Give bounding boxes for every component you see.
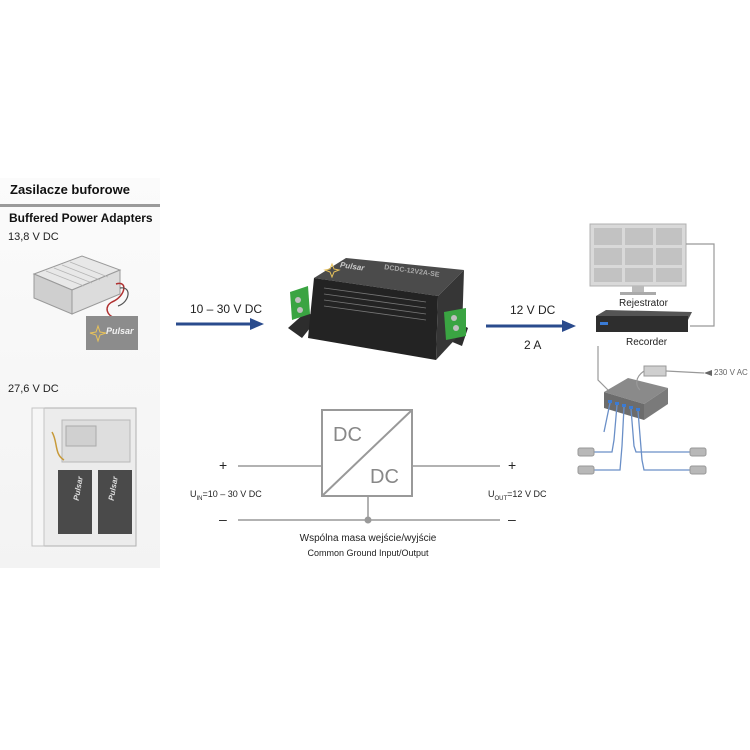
output-current-label: 2 A <box>524 338 542 352</box>
title-divider <box>0 204 160 207</box>
dc-input-text: DC <box>333 424 362 446</box>
input-plus-symbol: + <box>219 457 228 473</box>
input-arrow <box>176 318 264 330</box>
output-minus-symbol: – <box>508 511 516 527</box>
recorder-label-pl: Rejestrator <box>619 298 668 309</box>
psu2-voltage: 27,6 V DC <box>8 383 59 395</box>
panel-title-pl: Zasilacze buforowe <box>10 182 130 197</box>
output-arrow <box>486 320 576 332</box>
uout-label: UOUT=12 V DC <box>488 489 547 502</box>
dcdc-converter-image <box>288 258 468 360</box>
input-minus-symbol: – <box>219 511 227 527</box>
dc-output-text: DC <box>370 466 399 488</box>
common-ground-pl: Wspólna masa wejście/wyjście <box>299 533 437 544</box>
output-plus-symbol: + <box>508 457 517 473</box>
psu1-brand-plate: Pulsar <box>86 316 138 350</box>
panel-title-en: Buffered Power Adapters <box>9 211 153 225</box>
psu1-brand: Pulsar <box>106 326 134 336</box>
psu1-voltage: 13,8 V DC <box>8 231 59 243</box>
recorder-label-en: Recorder <box>626 337 668 348</box>
psu2-image <box>31 407 137 547</box>
ac-input-label: 230 V AC <box>714 368 748 377</box>
common-ground-en: Common Ground Input/Output <box>307 548 429 558</box>
uin-label: UIN=10 – 30 V DC <box>190 489 262 502</box>
psu1-image <box>32 255 129 319</box>
output-voltage-label: 12 V DC <box>510 303 556 317</box>
input-voltage-label: 10 – 30 V DC <box>190 302 263 316</box>
